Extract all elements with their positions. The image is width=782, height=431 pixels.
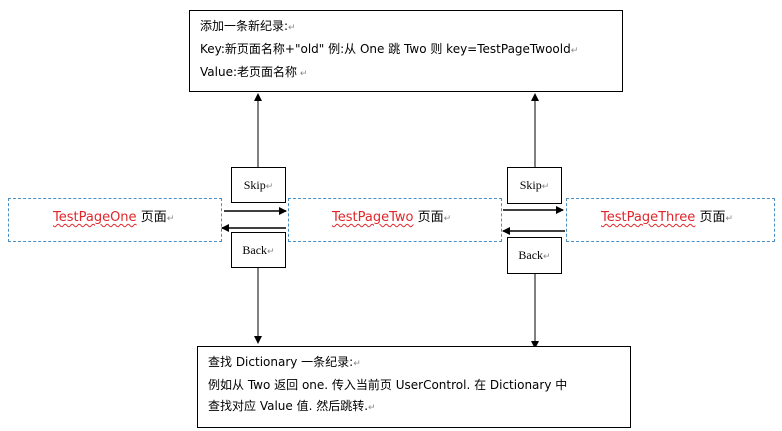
page-box-one: TestPageOne 页面↵: [8, 198, 222, 242]
bottom-note-line2: 例如从 Two 返回 one. 传入当前页 UserControl. 在 Dic…: [208, 378, 568, 392]
top-note-line1: 添加一条新纪录:: [200, 19, 289, 33]
skip-label-left: Skip: [243, 178, 266, 192]
page-suffix-one: 页面: [140, 210, 167, 225]
skip-box-right: Skip↵: [507, 167, 562, 204]
back-box-left: Back↵: [231, 232, 286, 268]
page-suffix-two: 页面: [417, 210, 444, 225]
page-name-two: TestPageTwo: [332, 210, 414, 225]
page-label-three: TestPageThree 页面↵: [601, 210, 734, 225]
page-label-two: TestPageTwo 页面↵: [332, 210, 452, 225]
skip-box-left: Skip↵: [231, 167, 286, 203]
page-name-one: TestPageOne: [53, 210, 137, 225]
page-label-one: TestPageOne 页面↵: [53, 210, 175, 225]
top-note-line3: Value:老页面名称: [200, 65, 297, 79]
bottom-note-line3: 查找对应 Value 值. 然后跳转.: [208, 399, 369, 413]
page-name-three: TestPageThree: [601, 210, 696, 225]
page-box-three: TestPageThree 页面↵: [566, 198, 775, 242]
top-note-box: 添加一条新纪录:↵ Key:新页面名称+"old" 例:从 One 跳 Two …: [189, 10, 623, 92]
bottom-note-box: 查找 Dictionary 一条纪录:↵ 例如从 Two 返回 one. 传入当…: [197, 346, 631, 428]
page-box-two: TestPageTwo 页面↵: [288, 198, 502, 242]
page-suffix-three: 页面: [699, 210, 726, 225]
bottom-note-line1: 查找 Dictionary 一条纪录:: [208, 355, 354, 369]
back-box-right: Back↵: [507, 237, 562, 274]
top-note-line2: Key:新页面名称+"old" 例:从 One 跳 Two 则 key=Test…: [200, 42, 571, 56]
back-label-right: Back: [518, 248, 544, 262]
back-label-left: Back: [242, 243, 268, 257]
skip-label-right: Skip: [519, 178, 542, 192]
